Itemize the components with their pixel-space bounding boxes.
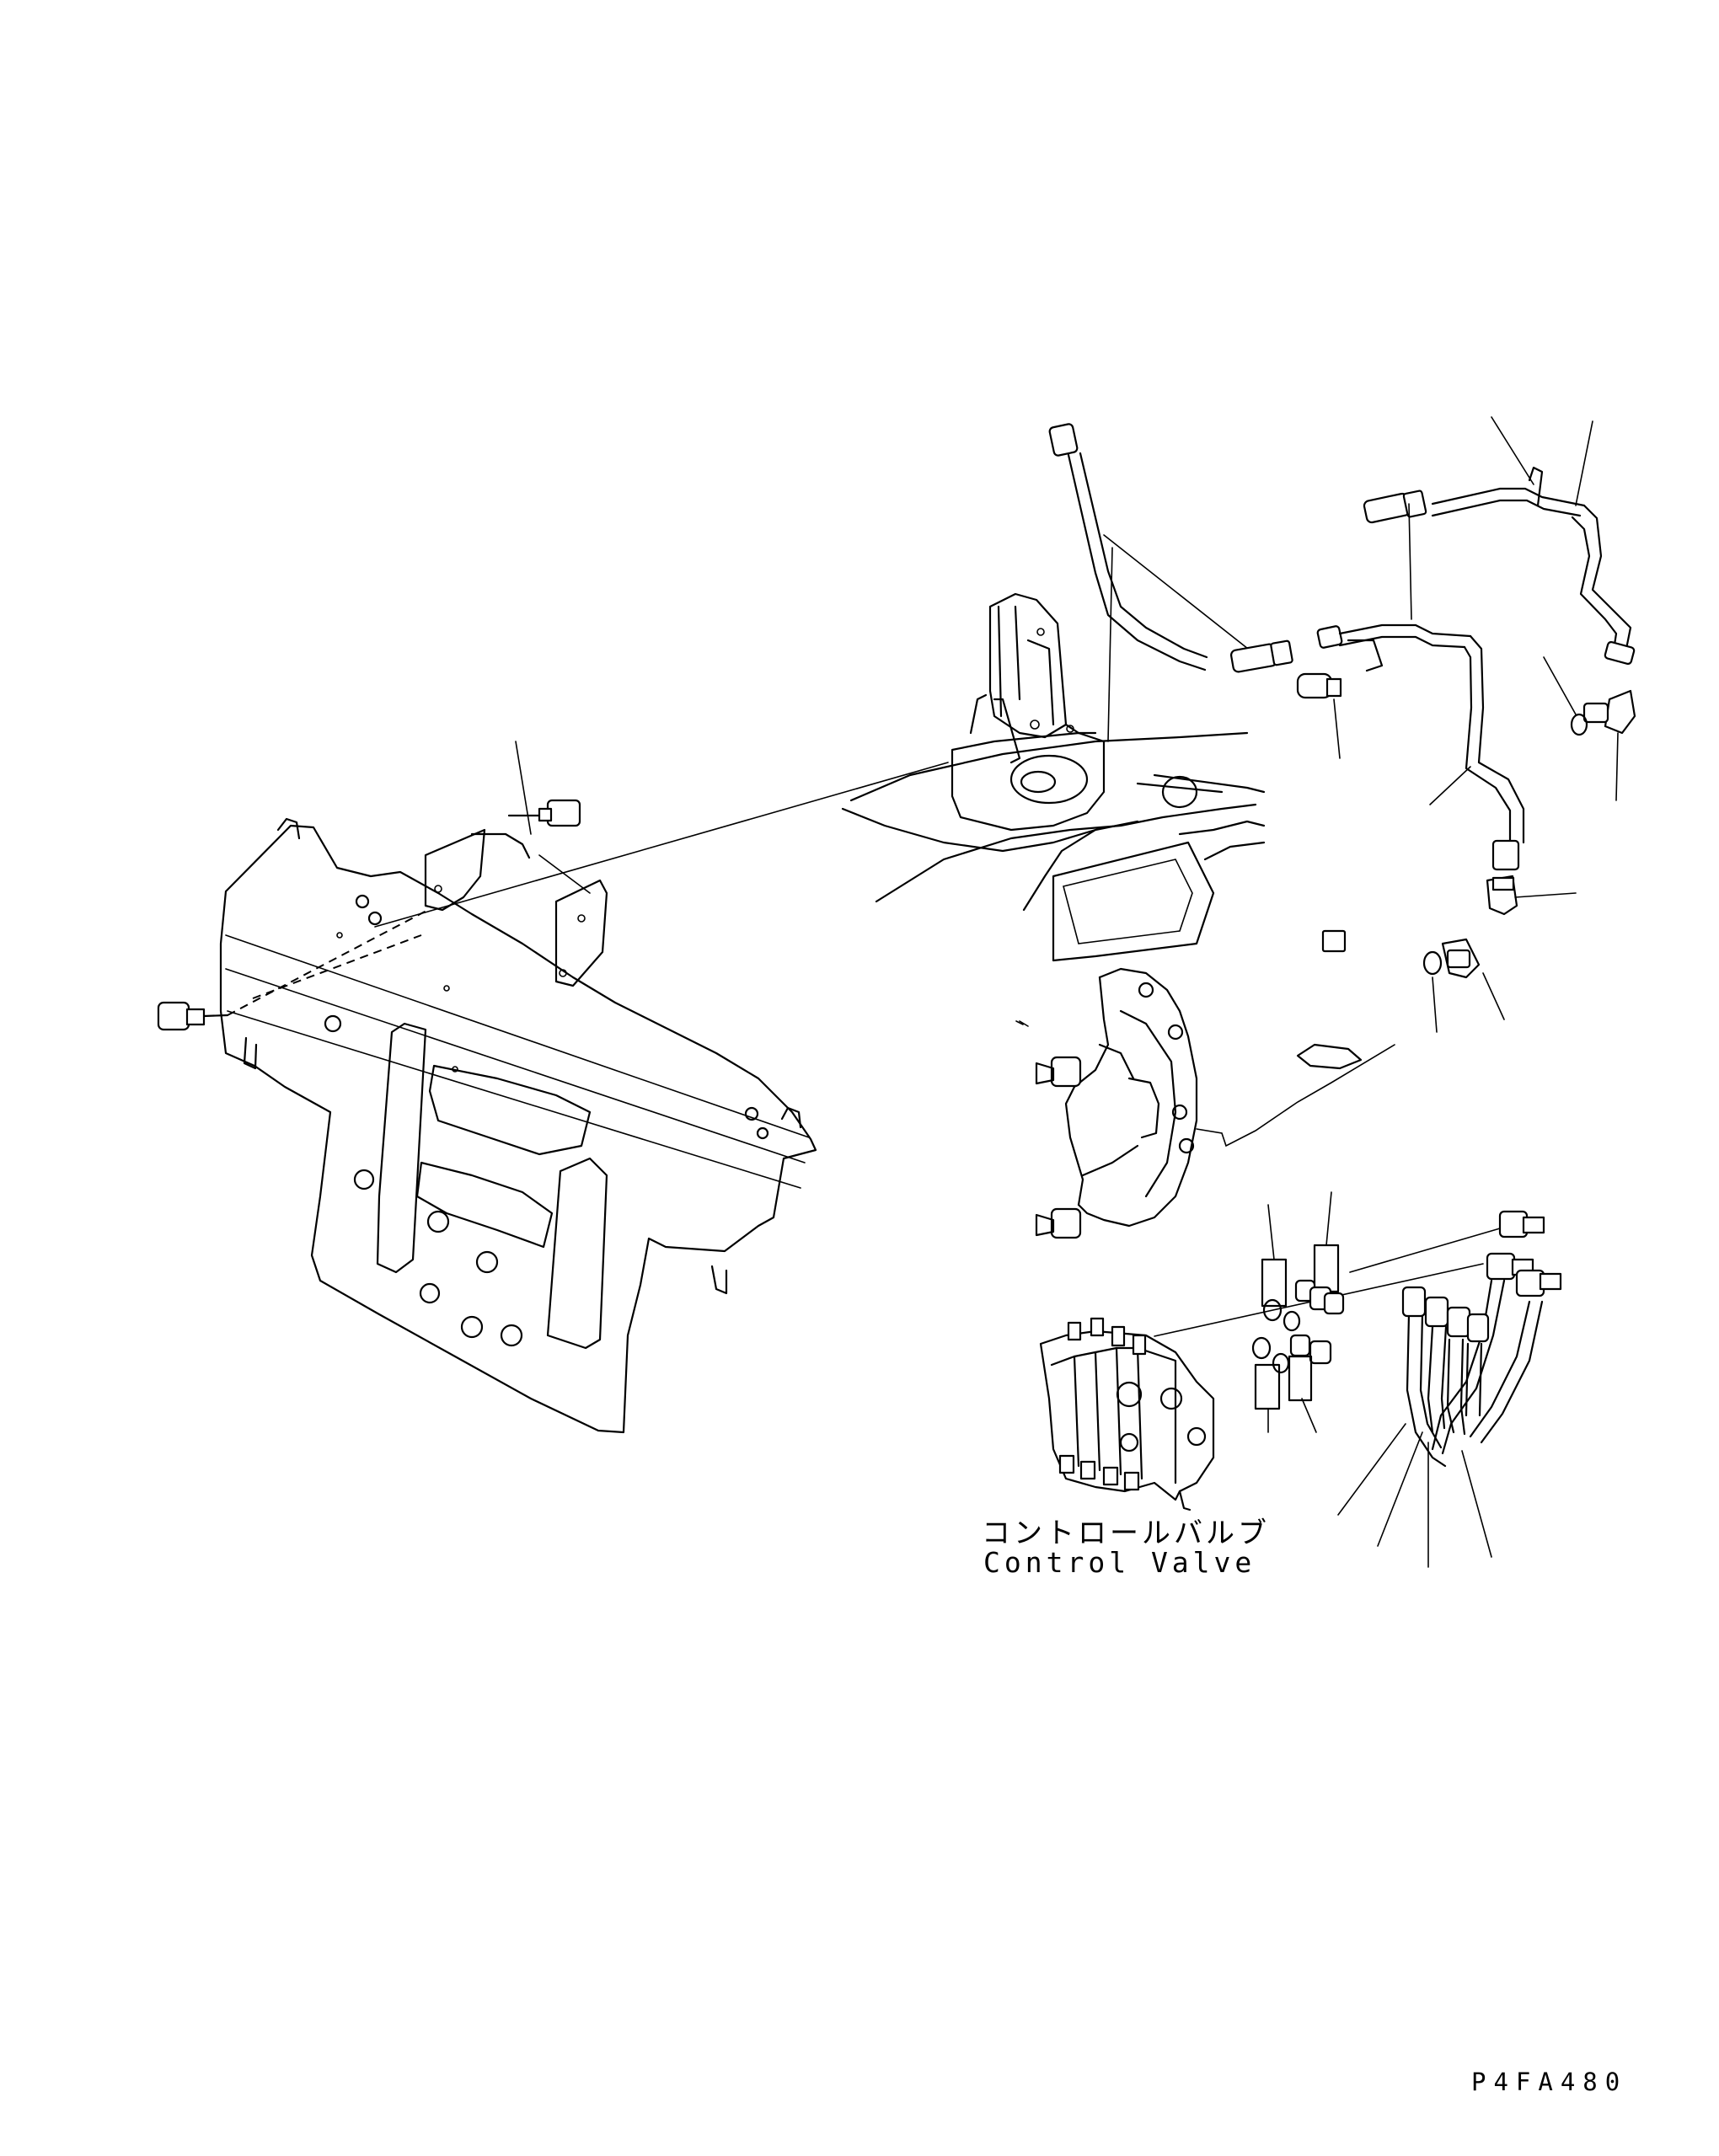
elbow-fittings-right: [1323, 657, 1635, 1032]
fittings-center: [1230, 640, 1341, 758]
pedestal-frame: [843, 594, 1264, 960]
connector-line-dashed: [253, 935, 421, 998]
connector-line: [375, 762, 948, 927]
control-valve-label-jp: コントロールバルブ: [982, 1517, 1270, 1550]
pipe-assembly-middle: [1317, 504, 1524, 869]
pipe-assembly-top: [1363, 417, 1635, 665]
valve-fittings: [1253, 1192, 1343, 1432]
leader-line: [516, 741, 531, 834]
control-valve: [1041, 1319, 1213, 1510]
drawing-code: P4FA480: [1471, 2068, 1628, 2096]
connector-line: [1197, 1045, 1395, 1146]
control-valve-label-en: Control Valve: [983, 1546, 1256, 1579]
tick-mark: [1016, 1021, 1023, 1025]
floor-plate-assembly: [221, 819, 816, 1432]
bolt-left: [158, 800, 580, 1030]
connector-line: [539, 855, 590, 893]
lever-hub: [1020, 969, 1197, 1238]
plate-shim: [1298, 1045, 1361, 1068]
connector-line-dashed: [228, 910, 428, 1015]
mounting-brackets: [426, 830, 607, 986]
hose-center-top: [1049, 423, 1264, 741]
